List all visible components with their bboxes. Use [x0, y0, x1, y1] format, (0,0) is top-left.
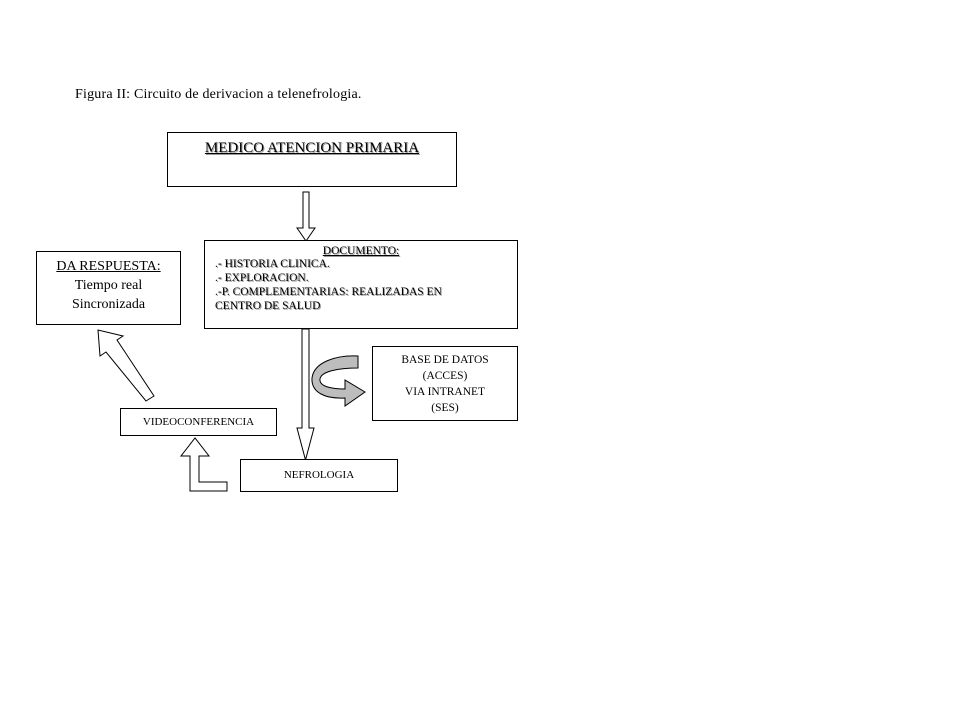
- node-base-datos-line: (SES): [431, 402, 459, 414]
- node-respuesta-line: Tiempo real: [74, 278, 143, 293]
- node-videoconferencia: VIDEOCONFERENCIA: [120, 408, 277, 436]
- node-medico-label: MEDICO ATENCION PRIMARIA: [204, 140, 420, 156]
- figure-caption: Figura II: Circuito de derivacion a tele…: [75, 87, 362, 102]
- node-medico-atencion-primaria: MEDICO ATENCION PRIMARIA: [167, 132, 457, 187]
- node-nefrologia: NEFROLOGIA: [240, 459, 398, 492]
- node-da-respuesta: DA RESPUESTA: Tiempo real Sincronizada: [36, 251, 181, 325]
- node-documento-line: .- EXPLORACION.: [215, 272, 309, 284]
- arrow-documento-to-base-datos: [311, 355, 366, 407]
- node-documento-title: DOCUMENTO:: [322, 245, 400, 257]
- node-base-datos-line: VIA INTRANET: [404, 386, 486, 398]
- arrow-documento-to-nefrologia: [296, 328, 315, 462]
- arrow-video-to-respuesta: [97, 329, 155, 402]
- node-documento-line: .-P. COMPLEMENTARIAS: REALIZADAS EN: [215, 286, 442, 298]
- node-base-de-datos: BASE DE DATOS (ACCES) VIA INTRANET (SES): [372, 346, 518, 421]
- arrow-nefrologia-to-video: [179, 437, 228, 492]
- node-respuesta-title: DA RESPUESTA:: [56, 259, 161, 274]
- node-documento: DOCUMENTO: .- HISTORIA CLINICA. .- EXPLO…: [204, 240, 518, 329]
- node-documento-line: CENTRO DE SALUD: [215, 300, 321, 312]
- arrow-medico-to-documento: [296, 191, 316, 242]
- node-documento-line: .- HISTORIA CLINICA.: [215, 258, 330, 270]
- node-base-datos-line: (ACCES): [422, 370, 468, 382]
- node-nefrologia-label: NEFROLOGIA: [283, 469, 355, 481]
- node-base-datos-line: BASE DE DATOS: [401, 354, 489, 366]
- node-respuesta-line: Sincronizada: [71, 297, 146, 312]
- node-video-label: VIDEOCONFERENCIA: [142, 416, 255, 428]
